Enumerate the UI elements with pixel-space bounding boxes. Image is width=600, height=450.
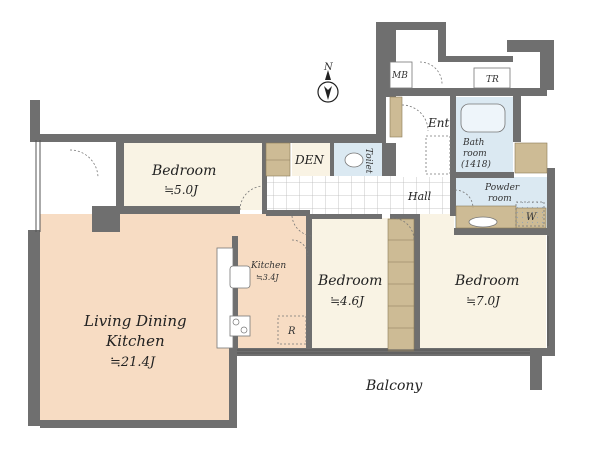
entrance-label: Ent — [427, 116, 449, 130]
tr-label: TR — [486, 75, 499, 85]
fixtures — [216, 61, 545, 349]
washer — [515, 201, 545, 227]
den-floor — [292, 143, 330, 176]
ldk-size: ≒21.4J — [110, 355, 156, 370]
ldk-label-2: Kitchen — [105, 332, 165, 350]
bedroom-mid-size: ≒4.6J — [330, 294, 365, 308]
hall-label: Hall — [407, 190, 432, 203]
bathroom-label-1: Bath — [462, 138, 484, 148]
tr-box — [473, 67, 511, 89]
refrigerator-space — [277, 315, 307, 345]
bathtub — [460, 103, 506, 133]
bedroom-top-floor — [120, 142, 266, 210]
bedroom-top-size: ≒5.0J — [164, 183, 199, 197]
den-label: DEN — [294, 153, 324, 167]
powder-basin — [468, 216, 498, 228]
closet-lines — [266, 159, 414, 329]
hall-floor — [266, 176, 454, 214]
interior-walls — [92, 96, 548, 350]
bathroom-label-2: room — [463, 149, 487, 159]
entrance-floor — [396, 97, 454, 177]
bedroom-mid-label: Bedroom — [317, 273, 382, 289]
shoe-cabinet — [425, 135, 451, 175]
bedroom-right-upper — [418, 214, 454, 236]
bedroom-right-label: Bedroom — [454, 273, 519, 289]
balcony-label: Balcony — [365, 378, 423, 394]
windows — [35, 140, 549, 354]
bedroom-right-floor — [418, 234, 546, 348]
kitchen-sink — [229, 265, 251, 289]
refrigerator-label: R — [287, 326, 296, 337]
toilet-bowl — [344, 152, 364, 168]
ldk-floor — [40, 238, 236, 426]
bedroom-top-label: Bedroom — [151, 163, 216, 179]
balcony-floor — [236, 352, 552, 422]
kitchen-size: ≒3.4J — [256, 273, 279, 282]
mb-box — [389, 61, 413, 89]
kitchen-stove — [229, 315, 251, 337]
bedroom-right-size: ≒7.0J — [466, 294, 501, 308]
door-swings — [69, 61, 474, 257]
toilet-label: Toilet — [363, 148, 373, 174]
powder-label-2: room — [488, 194, 512, 204]
bathroom-label-3: (1418) — [461, 159, 491, 170]
kitchen-label: Kitchen — [250, 261, 286, 271]
mb-label: MB — [391, 71, 408, 81]
compass-north-label: N — [323, 62, 334, 73]
ldk-label-1: Living Dining — [83, 312, 187, 330]
compass-icon — [317, 70, 339, 103]
powder-label-1: Powder — [484, 183, 520, 193]
kitchen-counter — [216, 247, 234, 349]
bedroom-mid-floor — [311, 218, 391, 348]
ldk-floor-upper — [40, 214, 310, 238]
w-label: W — [526, 212, 537, 223]
